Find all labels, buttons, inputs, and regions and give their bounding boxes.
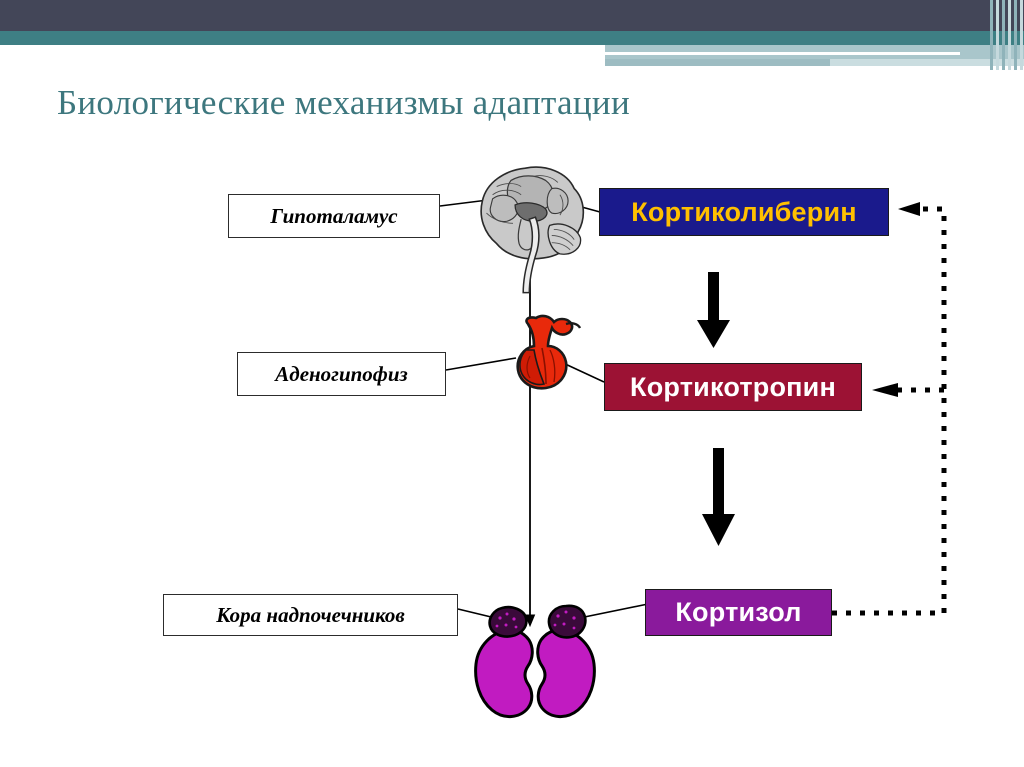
flow-arrow-1 bbox=[697, 272, 730, 348]
label-box-adrenal-cortex[interactable]: Кора надпочечников bbox=[163, 594, 458, 636]
label-adrenal-cortex: Кора надпочечников bbox=[216, 602, 405, 627]
label-hypothalamus: Гипоталамус bbox=[270, 203, 398, 228]
hormone-box-corticotropin[interactable]: Кортикотропин bbox=[604, 363, 862, 411]
header-pale-bar-3 bbox=[605, 59, 1024, 66]
header-teal-bar bbox=[0, 31, 1024, 45]
kidneys-icon bbox=[474, 604, 596, 718]
header-pale-bar-4 bbox=[830, 59, 1024, 66]
page-title: Биологические механизмы адаптации bbox=[57, 83, 630, 122]
header-white-gap-1 bbox=[0, 45, 605, 52]
header-vertical-stripes bbox=[988, 0, 1024, 70]
pituitary-icon bbox=[516, 314, 582, 390]
feedback-loop-inner bbox=[872, 383, 944, 397]
hormone-box-cortisol[interactable]: Кортизол bbox=[645, 589, 832, 636]
hormone-label-corticotropin: Кортикотропин bbox=[630, 371, 836, 402]
header-dark-bar bbox=[0, 0, 1024, 31]
label-box-adenohypophysis[interactable]: Аденогипофиз bbox=[237, 352, 446, 396]
hormone-label-cortisol: Кортизол bbox=[675, 597, 802, 627]
header-pale-bar-2 bbox=[605, 52, 1024, 59]
brain-icon bbox=[480, 166, 585, 294]
hormone-box-corticoliberin[interactable]: Кортиколиберин bbox=[599, 188, 889, 236]
header-white-accent-line bbox=[605, 52, 960, 55]
flow-arrow-2 bbox=[702, 448, 735, 546]
hormone-label-corticoliberin: Кортиколиберин bbox=[631, 196, 857, 227]
label-box-hypothalamus[interactable]: Гипоталамус bbox=[228, 194, 440, 238]
label-adenohypophysis: Аденогипофиз bbox=[275, 361, 408, 386]
